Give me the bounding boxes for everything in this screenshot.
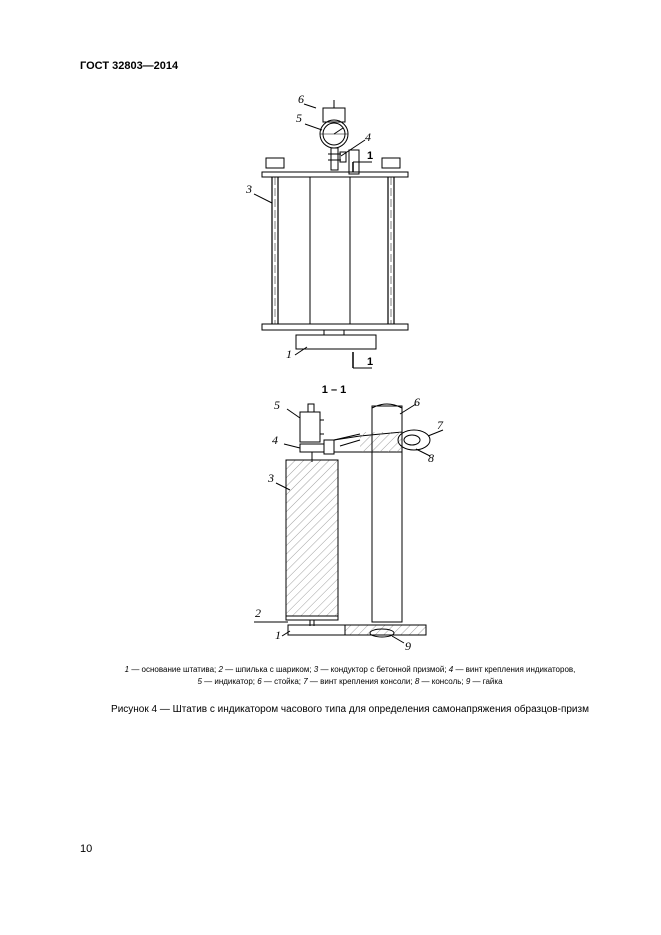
prism-front [309,176,351,325]
post [371,405,403,623]
side-view-labels: 5 6 7 4 8 3 2 1 9 [255,395,444,653]
label-6-side: 6 [414,395,420,409]
legend-num: 4 [448,665,454,674]
nut-left [265,157,285,169]
label-1-side: 1 [275,628,281,642]
top-plate [261,171,409,178]
label-9-side: 9 [405,639,411,653]
bottom-plate [261,323,409,331]
label-4-top: 4 [365,130,371,144]
label-6-top: 6 [298,92,304,106]
label-3-side: 3 [267,471,274,485]
legend-text: — шпилька с шариком; [222,665,314,674]
legend-text: — винт крепления индикаторов, [453,665,576,674]
page-number: 10 [80,843,93,855]
legend-text: — гайка [470,677,503,686]
legend-text: — винт крепления консоли; [307,677,415,686]
legend-num: 2 [218,665,223,674]
legend-num: 6 [257,677,262,686]
side-view [254,403,444,644]
label-7-side: 7 [437,418,444,432]
legend-num: 9 [465,677,471,686]
label-5-top: 5 [296,111,302,125]
legend-num: 1 [124,665,130,674]
legend-line-2: 5 — индикатор; 6 — стойка; 7 — винт креп… [60,676,640,688]
legend-num: 7 [303,677,308,686]
top-view-labels: 6 5 4 3 1 1 1 [245,92,373,368]
nut-bottom [369,628,395,638]
figure-legend: 1 — основание штатива; 2 — шпилька с шар… [60,664,640,688]
section-mark-bottom: 1 [367,356,373,368]
legend-text: — индикатор; [201,677,258,686]
label-3-top: 3 [245,182,252,196]
document-header: ГОСТ 32803—2014 [80,60,179,72]
label-2-side: 2 [255,606,261,620]
prism-side [285,459,339,617]
nut-right [381,157,401,169]
figure-caption: Рисунок 4 — Штатив с индикатором часовог… [111,704,589,715]
legend-num: 3 [313,665,319,674]
label-5-side: 5 [274,398,280,412]
label-1-top: 1 [286,347,292,361]
legend-text: — стойка; [261,677,304,686]
indicator-side [299,411,321,443]
legend-num: 5 [197,677,202,686]
screw [330,147,339,171]
legend-text: — кондуктор с бетонной призмой; [318,665,449,674]
base-block [295,334,377,350]
top-view [253,100,409,369]
legend-num: 8 [414,677,420,686]
section-mark-top: 1 [367,150,373,162]
legend-text: — основание штатива; [129,665,219,674]
legend-line-1: 1 — основание штатива; 2 — шпилька с шар… [60,664,640,676]
label-8-side: 8 [428,451,434,465]
label-4-side: 4 [272,433,278,447]
section-title: 1 – 1 [322,384,346,396]
legend-text: — консоль; [419,677,466,686]
screw-console [397,429,431,451]
